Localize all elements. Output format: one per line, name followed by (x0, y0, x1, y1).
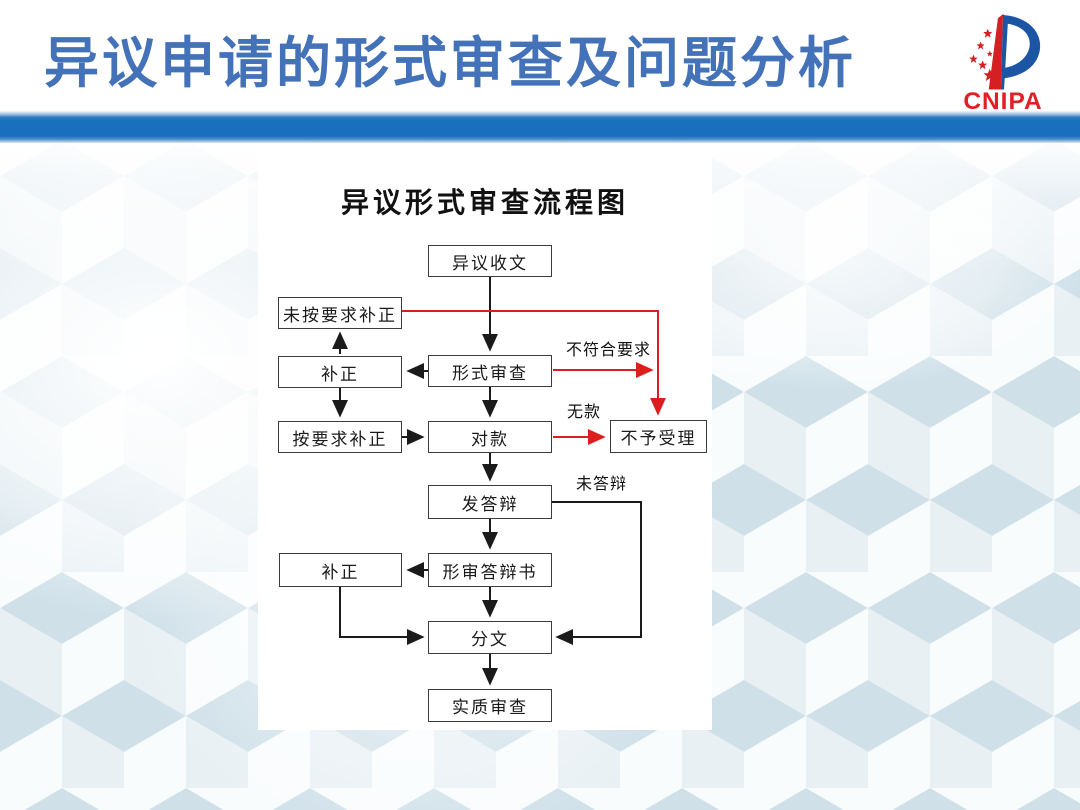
node-correction-2: 补正 (279, 553, 402, 587)
logo-obelisk-red (988, 14, 1004, 90)
node-defense-document: 形审答辩书 (428, 553, 552, 587)
title-divider-bar (0, 111, 1080, 143)
node-not-corrected: 未按要求补正 (278, 297, 402, 329)
node-check-payment: 对款 (428, 421, 552, 453)
logo-p-icon (1003, 15, 1041, 79)
logo-stars-icon (969, 28, 997, 82)
node-send-defense: 发答辩 (428, 485, 552, 519)
node-corrected-as-required: 按要求补正 (278, 421, 402, 453)
edge-label-no-defense: 未答辩 (576, 476, 628, 493)
logo-text: CNIPA (963, 88, 1042, 114)
edge-label-no-payment: 无款 (567, 404, 602, 421)
node-correction-1: 补正 (278, 356, 402, 388)
node-distribute-document: 分文 (428, 621, 552, 654)
slide-title: 异议申请的形式审查及问题分析 (44, 32, 857, 94)
slide-header: 异议申请的形式审查及问题分析 CNIPA (0, 0, 1080, 114)
edge-label-not-meet-requirements: 不符合要求 (566, 342, 652, 359)
node-not-accepted: 不予受理 (610, 420, 707, 453)
cnipa-logo-icon: CNIPA (963, 14, 1042, 114)
node-formal-examination: 形式审查 (428, 355, 552, 387)
flowchart-title: 异议形式审查流程图 (340, 188, 629, 219)
logo-obelisk-blue (1000, 14, 1009, 90)
node-receive-opposition: 异议收文 (428, 245, 552, 277)
node-substantive-exam: 实质审查 (428, 689, 552, 722)
